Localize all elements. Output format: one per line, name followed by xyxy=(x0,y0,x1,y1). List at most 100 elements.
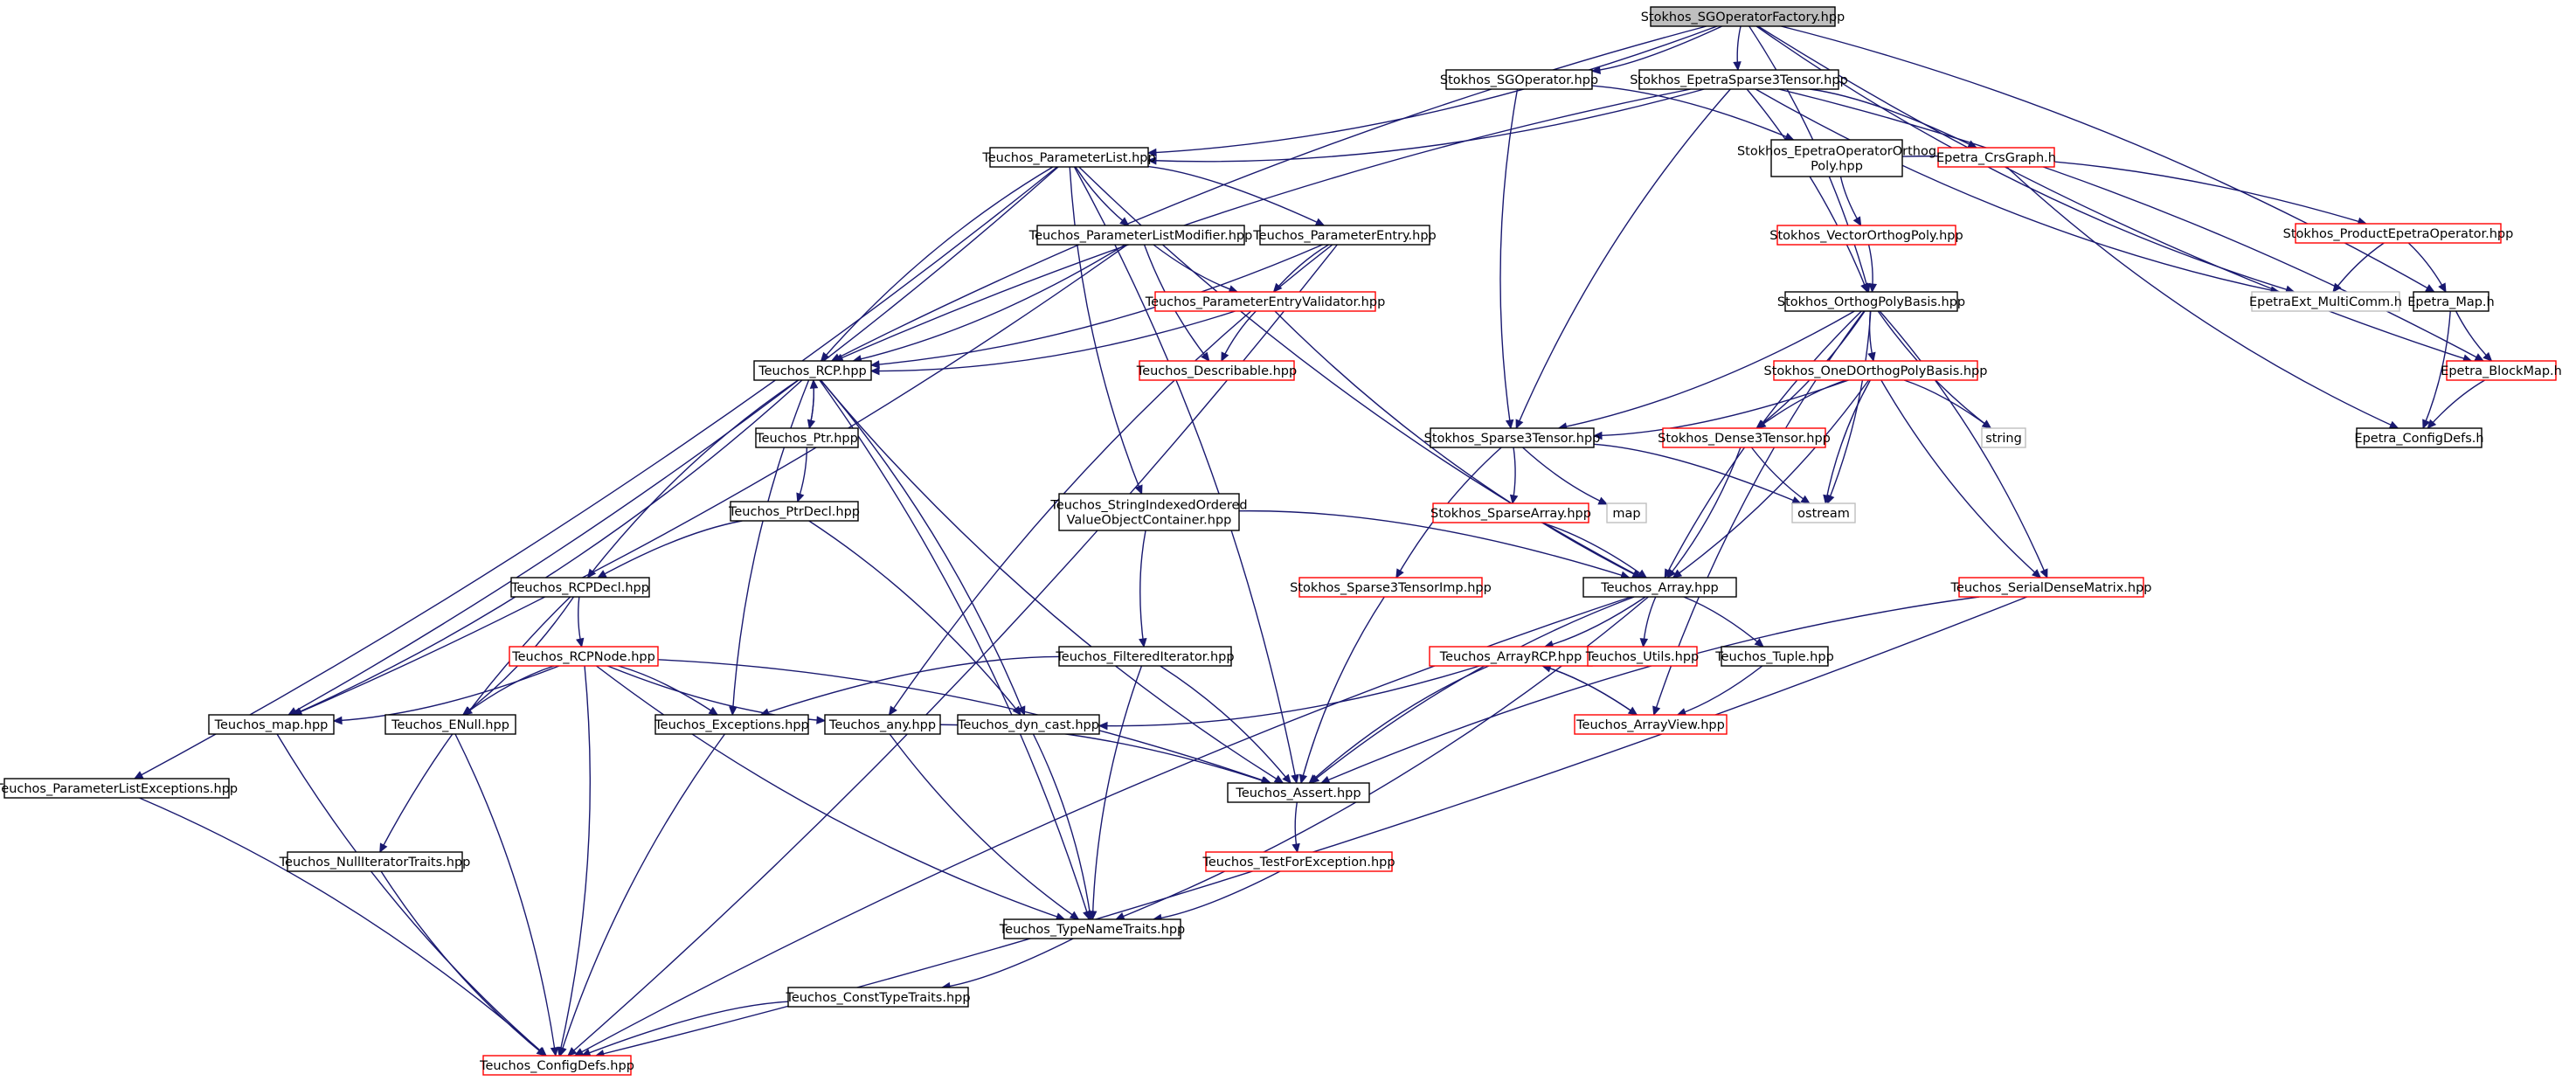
node-sgop[interactable]: Stokhos_SGOperator.hpp xyxy=(1440,69,1598,90)
edge-plmod-to-tmap xyxy=(292,244,1128,716)
node-tassert[interactable]: Teuchos_Assert.hpp xyxy=(1227,782,1370,803)
edge-arrowhead xyxy=(1509,494,1519,505)
node-dyncast[interactable]: Teuchos_dyn_cast.hpp xyxy=(957,714,1100,735)
node-box xyxy=(1139,360,1295,381)
node-nullit[interactable]: Teuchos_NullIteratorTraits.hpp xyxy=(279,851,471,872)
node-sp3ti[interactable]: Stokhos_Sparse3TensorImp.hpp xyxy=(1290,577,1492,598)
edge-plist-to-plexc xyxy=(133,166,1058,780)
node-label: Teuchos_ArrayView.hpp xyxy=(1575,718,1725,732)
edge-line xyxy=(2455,310,2492,362)
node-prodop[interactable]: Stokhos_ProductEpetraOperator.hpp xyxy=(2283,223,2514,244)
node-tfe[interactable]: Teuchos_TestForException.hpp xyxy=(1201,851,1395,872)
edge-prodop-to-multicomm xyxy=(2332,242,2385,293)
node-configdefs_h[interactable]: Epetra_ConfigDefs.h xyxy=(2354,427,2484,448)
node-pev[interactable]: Teuchos_ParameterEntryValidator.hpp xyxy=(1145,291,1386,312)
node-label: Teuchos_NullIteratorTraits.hpp xyxy=(279,856,471,870)
node-pentry[interactable]: Teuchos_ParameterEntry.hpp xyxy=(1252,225,1437,246)
edge-ctt-to-cfgdefs xyxy=(580,1001,789,1057)
edge-sp3ti-to-tassert xyxy=(1298,596,1385,785)
node-ptrdecl[interactable]: Teuchos_PtrDecl.hpp xyxy=(728,501,860,522)
edge-arrowhead xyxy=(796,492,805,503)
node-crsgraph[interactable]: Epetra_CrsGraph.h xyxy=(1936,147,2056,168)
node-box xyxy=(1773,360,1978,381)
edge-arrowhead xyxy=(1637,569,1648,579)
edge-arrowhead xyxy=(379,842,388,854)
edge-line xyxy=(1757,25,2472,362)
node-ctt[interactable]: Teuchos_ConstTypeTraits.hpp xyxy=(785,987,971,1008)
node-oned[interactable]: Stokhos_OneDOrthogPolyBasis.hpp xyxy=(1764,360,1988,381)
node-box xyxy=(1298,577,1483,598)
node-label: Stokhos_Dense3Tensor.hpp xyxy=(1658,432,1831,446)
node-tmap[interactable]: Teuchos_map.hpp xyxy=(208,714,335,735)
edge-arrowhead xyxy=(1221,351,1229,363)
node-vop[interactable]: Stokhos_VectorOrthogPoly.hpp xyxy=(1769,225,1963,246)
node-multicomm: EpetraExt_MultiComm.h xyxy=(2249,291,2402,312)
node-box xyxy=(1058,646,1232,667)
node-rcp[interactable]: Teuchos_RCP.hpp xyxy=(753,360,872,381)
edge-any-to-tnt xyxy=(889,733,1080,920)
edge-line xyxy=(870,244,1323,366)
node-plexc[interactable]: Teuchos_ParameterListExceptions.hpp xyxy=(0,778,238,799)
edge-arrowhead xyxy=(1868,283,1878,294)
edge-arrowhead xyxy=(1134,484,1143,495)
node-label: Teuchos_RCP.hpp xyxy=(758,364,867,378)
node-sdm[interactable]: Teuchos_SerialDenseMatrix.hpp xyxy=(1950,577,2152,598)
node-tnt[interactable]: Teuchos_TypeNameTraits.hpp xyxy=(999,918,1185,939)
edge-arrowhead xyxy=(820,351,830,362)
node-box xyxy=(787,987,969,1008)
node-box xyxy=(1770,139,1903,177)
edge-line xyxy=(1147,165,1325,226)
node-filtit[interactable]: Teuchos_FilteredIterator.hpp xyxy=(1055,646,1235,667)
edge-oned-to-dense3 xyxy=(1756,379,1846,429)
node-rcpdecl[interactable]: Teuchos_RCPDecl.hpp xyxy=(510,577,650,598)
node-excs[interactable]: Teuchos_Exceptions.hpp xyxy=(654,714,809,735)
edge-ptrdecl-to-rcpdecl xyxy=(597,520,743,579)
node-box xyxy=(1721,646,1829,667)
node-label: Teuchos_SerialDenseMatrix.hpp xyxy=(1950,581,2152,595)
node-sgfactory[interactable]: Stokhos_SGOperatorFactory.hpp xyxy=(1641,6,1845,27)
edge-plexc-to-cfgdefs xyxy=(139,797,547,1057)
edge-arrowhead xyxy=(558,1046,567,1057)
edge-arrowhead xyxy=(1852,216,1862,227)
edge-tuple-to-aview xyxy=(1676,665,1763,717)
node-arcp[interactable]: Teuchos_ArrayRCP.hpp xyxy=(1429,646,1593,667)
node-emap[interactable]: Epetra_Map.h xyxy=(2407,291,2495,312)
node-enull[interactable]: Teuchos_ENull.hpp xyxy=(384,714,516,735)
node-sparr[interactable]: Stokhos_SparseArray.hpp xyxy=(1430,502,1591,523)
node-label: Stokhos_SparseArray.hpp xyxy=(1430,507,1591,521)
node-ptr[interactable]: Teuchos_Ptr.hpp xyxy=(755,427,859,448)
edge-line xyxy=(1091,665,1143,920)
node-aview[interactable]: Teuchos_ArrayView.hpp xyxy=(1574,714,1728,735)
node-tuple[interactable]: Teuchos_Tuple.hpp xyxy=(1714,646,1834,667)
node-rcpnode[interactable]: Teuchos_RCPNode.hpp xyxy=(509,646,659,667)
node-describ[interactable]: Teuchos_Describable.hpp xyxy=(1136,360,1297,381)
node-label: EpetraExt_MultiComm.h xyxy=(2249,295,2402,309)
node-cfgdefs[interactable]: Teuchos_ConfigDefs.hpp xyxy=(479,1055,634,1076)
edge-arrowhead xyxy=(1098,721,1108,731)
edge-arrowhead xyxy=(1395,568,1404,579)
edge-plmod-to-pev xyxy=(1153,244,1239,294)
node-plist[interactable]: Teuchos_ParameterList.hpp xyxy=(981,147,1156,168)
edge-line xyxy=(1666,447,1742,579)
node-eps3t[interactable]: Stokhos_EpetraSparse3Tensor.hpp xyxy=(1630,69,1848,90)
node-any[interactable]: Teuchos_any.hpp xyxy=(824,714,941,735)
node-box xyxy=(1650,6,1836,27)
node-tarray[interactable]: Teuchos_Array.hpp xyxy=(1582,577,1737,598)
node-blockmap[interactable]: Epetra_BlockMap.h xyxy=(2441,360,2562,381)
node-utils[interactable]: Teuchos_Utils.hpp xyxy=(1585,646,1699,667)
node-dense3[interactable]: Stokhos_Dense3Tensor.hpp xyxy=(1658,427,1831,448)
node-label: Teuchos_StringIndexedOrdered xyxy=(1049,499,1247,513)
node-plmod[interactable]: Teuchos_ParameterListModifier.hpp xyxy=(1028,225,1253,246)
node-opb[interactable]: Stokhos_OrthogPolyBasis.hpp xyxy=(1777,291,1965,312)
edge-arrowhead xyxy=(816,716,827,724)
node-box xyxy=(384,714,516,735)
node-sp3t[interactable]: Stokhos_Sparse3Tensor.hpp xyxy=(1424,427,1601,448)
node-label: Epetra_ConfigDefs.h xyxy=(2354,432,2483,446)
edge-line xyxy=(1591,25,1722,73)
edge-line xyxy=(333,665,560,722)
edge-line xyxy=(1756,379,1846,429)
edge-line xyxy=(597,520,743,579)
edge-arrowhead xyxy=(1298,773,1308,785)
node-sioc[interactable]: Teuchos_StringIndexedOrderedValueObjectC… xyxy=(1049,493,1248,531)
